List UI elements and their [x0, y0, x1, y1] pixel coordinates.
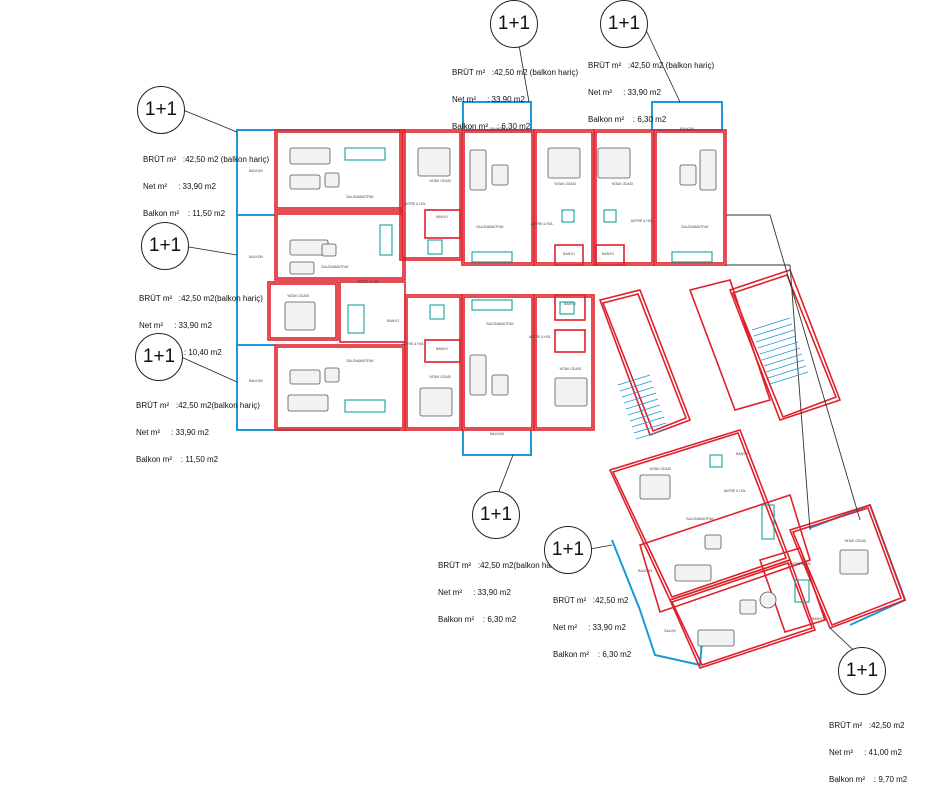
room-label-salon: SALON	[664, 629, 676, 633]
room-label-yatak-odasi: YATAK ODASI	[649, 467, 671, 471]
room-label-banyo: BANYO	[387, 319, 399, 323]
unit-area-info: BRÜT m² :42,50 m2(balkon hariç) Net m² :…	[438, 543, 562, 642]
balcony-area: Balkon m² : 6,30 m2	[452, 122, 531, 131]
room-label-banyo: BANYO	[436, 347, 448, 351]
unit-type-bubble: 1+1	[135, 333, 183, 381]
net-area: Net m² : 33,90 m2	[136, 428, 209, 437]
balcony-area: Balkon m² : 6,30 m2	[438, 615, 517, 624]
room-label-balkon: BALKON	[249, 379, 263, 383]
net-area: Net m² : 33,90 m2	[452, 95, 525, 104]
unit-area-info: BRÜT m² :42,50 m2 Net m² : 33,90 m2 Balk…	[553, 578, 631, 677]
room-label-antre: ANTRE & HOL	[402, 342, 425, 346]
room-label-yatak-odasi: YATAK ODASI	[844, 539, 866, 543]
unit-type-bubble: 1+1	[141, 222, 189, 270]
brut-area: BRÜT m² :42,50 m2	[553, 596, 629, 605]
brut-area: BRÜT m² :42,50 m2 (balkon hariç)	[143, 155, 270, 164]
net-area: Net m² : 33,90 m2	[553, 623, 626, 632]
room-label-yatak-odasi: YATAK ODASI	[559, 367, 581, 371]
net-area: Net m² : 33,90 m2	[438, 588, 511, 597]
room-label-antre: ANTRE & HOL	[631, 219, 654, 223]
furniture	[284, 147, 869, 647]
room-label-antre: ANTRE & HOL	[357, 280, 380, 284]
stairs	[617, 317, 809, 440]
unit-area-info: BRÜT m² :42,50 m2 (balkon hariç) Net m² …	[452, 50, 578, 149]
room-label-antre: ANTRE & HOL	[531, 222, 554, 226]
net-area: Net m² : 33,90 m2	[588, 88, 661, 97]
brut-area: BRÜT m² :42,50 m2 (balkon hariç)	[452, 68, 579, 77]
room-label-salon-mutfak: SALON&MUTFAK	[321, 265, 349, 269]
unit-area-info: BRÜT m² :42,50 m2 (balkon hariç) Net m² …	[143, 137, 269, 236]
balcony-area: Balkon m² : 6,30 m2	[588, 115, 667, 124]
room-label-banyo: BANYO	[602, 252, 614, 256]
room-label-salon-mutfak: SALON&MUTFAK	[476, 225, 504, 229]
net-area: Net m² : 41,00 m2	[829, 748, 902, 757]
net-area: Net m² : 33,90 m2	[139, 321, 212, 330]
brut-area: BRÜT m² :42,50 m2(balkon hariç)	[139, 294, 263, 303]
unit-type-bubble: 1+1	[600, 0, 648, 48]
room-label-yatak-odasi: YATAK ODASI	[429, 179, 451, 183]
room-label-antre: ANTRE & HOL	[724, 489, 747, 493]
balcony-area: Balkon m² : 6,30 m2	[553, 650, 632, 659]
walls	[267, 129, 907, 669]
net-area: Net m² : 33,90 m2	[143, 182, 216, 191]
room-label-banyo: BANYO	[436, 215, 448, 219]
room-label-yatak-odasi: YATAK ODASI	[429, 375, 451, 379]
leader-lines	[178, 27, 865, 661]
room-label-balkon: BALKON	[249, 255, 263, 259]
fixtures	[344, 147, 810, 603]
room-label-salon-mutfak: SALON&MUTFAK	[686, 517, 714, 521]
balcony-area: Balkon m² : 11,50 m2	[136, 455, 219, 464]
room-label-banyo: BANYO	[812, 617, 824, 621]
brut-area: BRÜT m² :42,50 m2(balkon hariç)	[438, 561, 562, 570]
unit-type-bubble: 1+1	[137, 86, 185, 134]
brut-area: BRÜT m² :42,50 m2 (balkon hariç)	[588, 61, 715, 70]
room-label-yatak-odasi: YATAK ODASI	[287, 294, 309, 298]
balcony-area: Balkon m² : 9,70 m2	[829, 775, 908, 784]
floor-plan: BALKON BALKON BALKON BALKON BALKON BALKO…	[178, 27, 907, 669]
room-label-banyo: BANYO	[564, 302, 576, 306]
unit-type-bubble: 1+1	[490, 0, 538, 48]
room-label-salon-mutfak: SALON&MUTFAK	[486, 322, 514, 326]
brut-area: BRÜT m² :42,50 m2(balkon hariç)	[136, 401, 260, 410]
room-label-salon-mutfak: SALON&MUTFAK	[681, 225, 709, 229]
structure-lines	[726, 214, 861, 531]
room-label-salon-mutfak: SALON&MUTFAK	[346, 195, 374, 199]
unit-area-info: BRÜT m² :42,50 m2 (balkon hariç) Net m² …	[588, 43, 714, 142]
room-label-antre: ANTRE & HOL	[529, 335, 552, 339]
room-labels: BALKON BALKON BALKON BALKON BALKON BALKO…	[249, 127, 866, 633]
room-label-balkon: BALKON	[638, 569, 652, 573]
room-label-balkon: BALKON	[490, 432, 504, 436]
brut-area: BRÜT m² :42,50 m2	[829, 721, 905, 730]
room-label-balkon: BALKON	[249, 169, 263, 173]
unit-type-bubble: 1+1	[472, 491, 520, 539]
room-label-salon-mutfak: SALON&MUTFAK	[346, 359, 374, 363]
balcony-area: Balkon m² : 11,50 m2	[143, 209, 226, 218]
room-label-yatak-odasi: YATAK ODASI	[611, 182, 633, 186]
room-label-antre: ANTRE & HOL	[789, 562, 812, 566]
room-label-antre: ANTRE & HOL	[404, 202, 427, 206]
room-label-banyo: BANYO	[736, 452, 748, 456]
room-label-balkon: BALKON	[680, 127, 694, 131]
unit-type-bubble: 1+1	[838, 647, 886, 695]
unit-area-info: BRÜT m² :42,50 m2(balkon hariç) Net m² :…	[136, 383, 260, 482]
room-label-balkon: BALKON	[490, 127, 504, 131]
room-label-yatak-odasi: YATAK ODASI	[554, 182, 576, 186]
unit-area-info: BRÜT m² :42,50 m2 Net m² : 41,00 m2 Balk…	[829, 703, 907, 802]
unit-type-bubble: 1+1	[544, 526, 592, 574]
room-label-banyo: BANYO	[563, 252, 575, 256]
